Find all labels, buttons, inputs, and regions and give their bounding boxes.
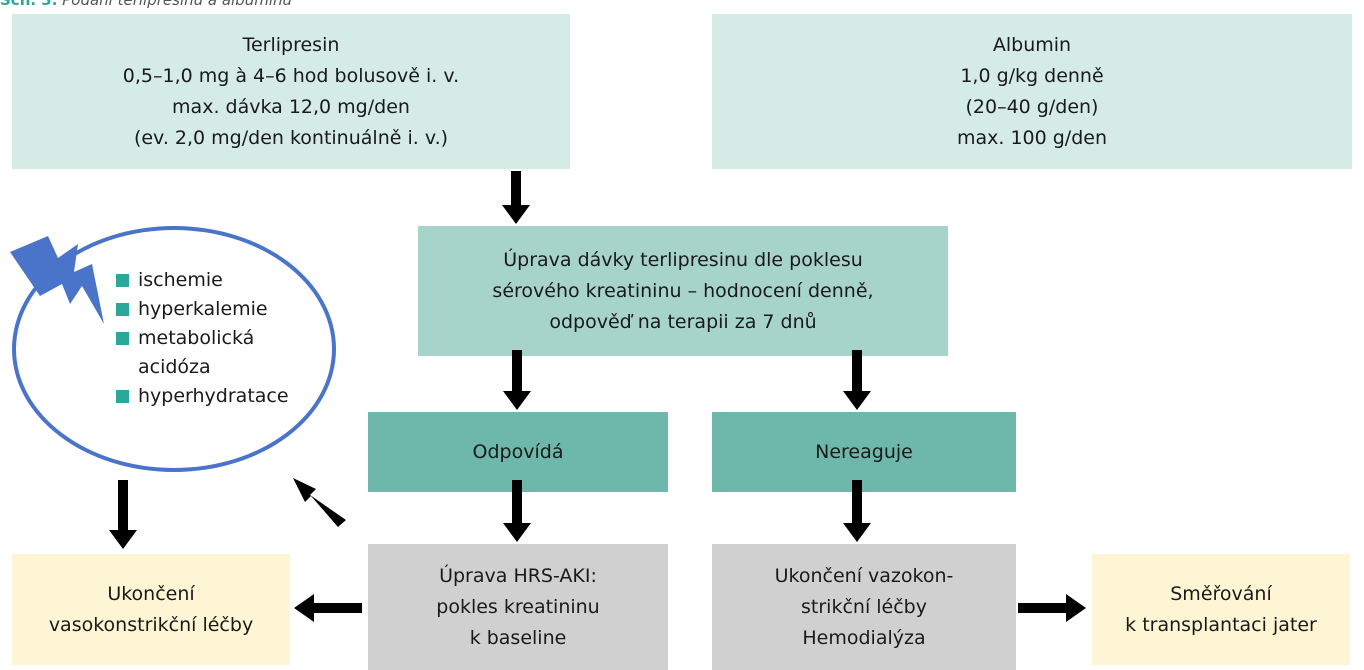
transplant-line-2: k transplantaci jater [1125, 613, 1317, 636]
caption-prefix: Sch. 3. [0, 0, 58, 9]
lightning-icon [10, 236, 104, 324]
complications-list: ischemie hyperkalemie metabolická acidóz… [116, 266, 289, 411]
stop-therapy-line-2: vasokonstrikční léčby [48, 613, 254, 636]
arrow-adjust-to-responds [503, 350, 531, 410]
stop-therapy-box: Ukončení vasokonstrikční léčby [12, 554, 290, 665]
complication-item: ischemie [116, 266, 289, 295]
terlipresin-line-2: 0,5–1,0 mg à 4–6 hod bolusově i. v. [122, 64, 460, 87]
dose-adjustment-line-1: Úprava dávky terlipresinu dle poklesu [503, 248, 863, 271]
transplant-line-1: Směřování [1170, 582, 1272, 605]
arrow-complications-to-stop [109, 480, 137, 549]
transplant-referral-box: Směřování k transplantaci jater [1092, 554, 1350, 665]
arrow-adjust-to-noresponse [843, 350, 871, 410]
stop-therapy-line-1: Ukončení [107, 582, 195, 605]
responds-box: Odpovídá [368, 412, 668, 492]
stop-vaso-line-3: Hemodialýza [802, 626, 926, 649]
hrs-aki-line-2: pokles kreatininu [436, 595, 600, 618]
arrow-noresponse-to-stop [843, 480, 871, 542]
hrs-aki-resolution-box: Úprava HRS-AKI: pokles kreatininu k base… [368, 544, 668, 670]
complication-item: metabolická acidóza [116, 324, 288, 382]
albumin-box: Albumin 1,0 g/kg denně (20–40 g/den) max… [712, 14, 1352, 169]
figure-caption: Sch. 3. Podání terlipresinu a albuminu [0, 0, 292, 9]
arrow-to-complications [293, 478, 346, 527]
complication-item: hyperhydratace [116, 382, 289, 411]
hrs-aki-line-1: Úprava HRS-AKI: [439, 564, 597, 587]
arrow-terlipresin-to-adjust [502, 171, 530, 224]
stop-vaso-line-1: Ukončení vazokon- [774, 564, 954, 587]
dose-adjustment-line-3: odpověď na terapii za 7 dnů [549, 310, 817, 333]
responds-label: Odpovídá [472, 440, 564, 463]
arrow-resolution-to-stop-therapy [294, 594, 362, 622]
terlipresin-line-3: max. dávka 12,0 mg/den [172, 95, 410, 118]
arrow-icon [109, 171, 1086, 622]
stop-vaso-line-2: strikční léčby [801, 595, 927, 618]
albumin-line-3: (20–40 g/den) [965, 95, 1099, 118]
albumin-line-2: 1,0 g/kg denně [960, 64, 1104, 87]
arrow-responds-to-resolution [503, 480, 531, 542]
no-response-label: Nereaguje [815, 440, 913, 463]
terlipresin-box: Terlipresin 0,5–1,0 mg à 4–6 hod bolusov… [12, 14, 570, 169]
no-response-box: Nereaguje [712, 412, 1016, 492]
caption-text: Podání terlipresinu a albuminu [62, 0, 293, 9]
terlipresin-line-1: Terlipresin [242, 33, 340, 56]
hrs-aki-line-3: k baseline [469, 626, 567, 649]
albumin-line-4: max. 100 g/den [956, 126, 1108, 149]
stop-vasoconstriction-hemodialysis-box: Ukončení vazokon- strikční léčby Hemodia… [712, 544, 1016, 670]
complication-item: hyperkalemie [116, 295, 289, 324]
albumin-line-1: Albumin [992, 33, 1072, 56]
terlipresin-line-4: (ev. 2,0 mg/den kontinuálně i. v.) [133, 126, 449, 149]
dose-adjustment-line-2: sérového kreatininu – hodnocení denně, [492, 279, 874, 302]
arrow-stop-to-transplant [1018, 594, 1086, 622]
dose-adjustment-box: Úprava dávky terlipresinu dle poklesu sé… [418, 226, 948, 356]
